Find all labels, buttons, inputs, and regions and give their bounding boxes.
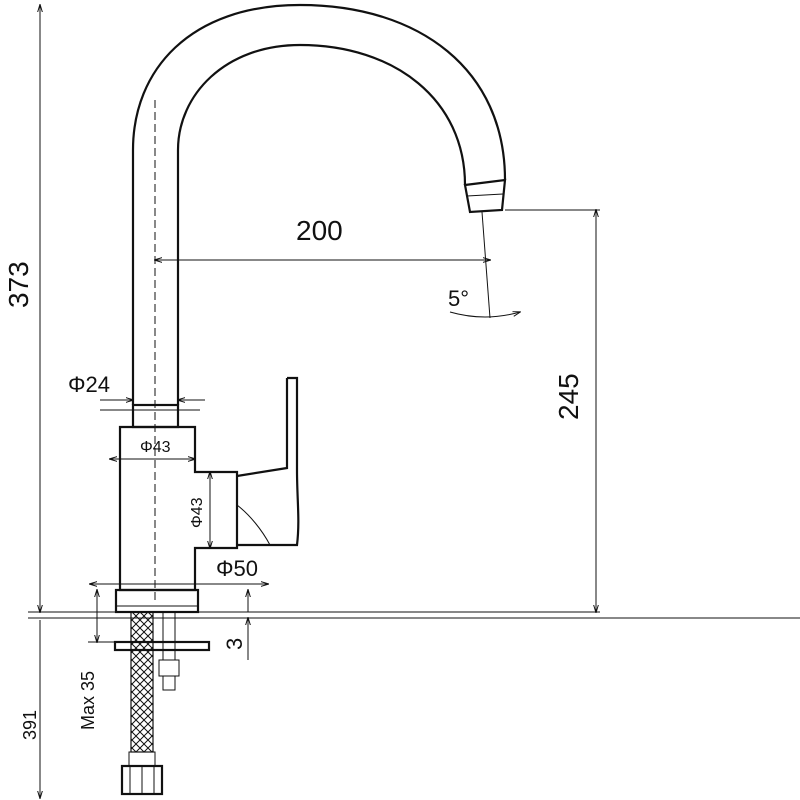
faucet-outline [113,3,507,796]
label-spout-height: 245 [553,373,584,420]
label-tube-diameter: Φ24 [68,372,110,397]
label-total-height: 373 [3,261,34,308]
label-body-diameter: Φ43 [140,439,171,456]
label-base-diameter: Φ50 [216,556,258,581]
label-spout-angle: 5° [448,286,469,311]
dimension-lines [40,5,596,798]
label-base-thickness: 3 [222,638,247,650]
label-total-with-hose: 391 [20,710,40,740]
braided-hose [130,611,154,753]
reference-lines [28,100,800,619]
label-spout-reach: 200 [296,215,343,246]
label-lever-diameter: Φ43 [189,497,206,528]
label-max-counter: Max 35 [78,671,98,730]
